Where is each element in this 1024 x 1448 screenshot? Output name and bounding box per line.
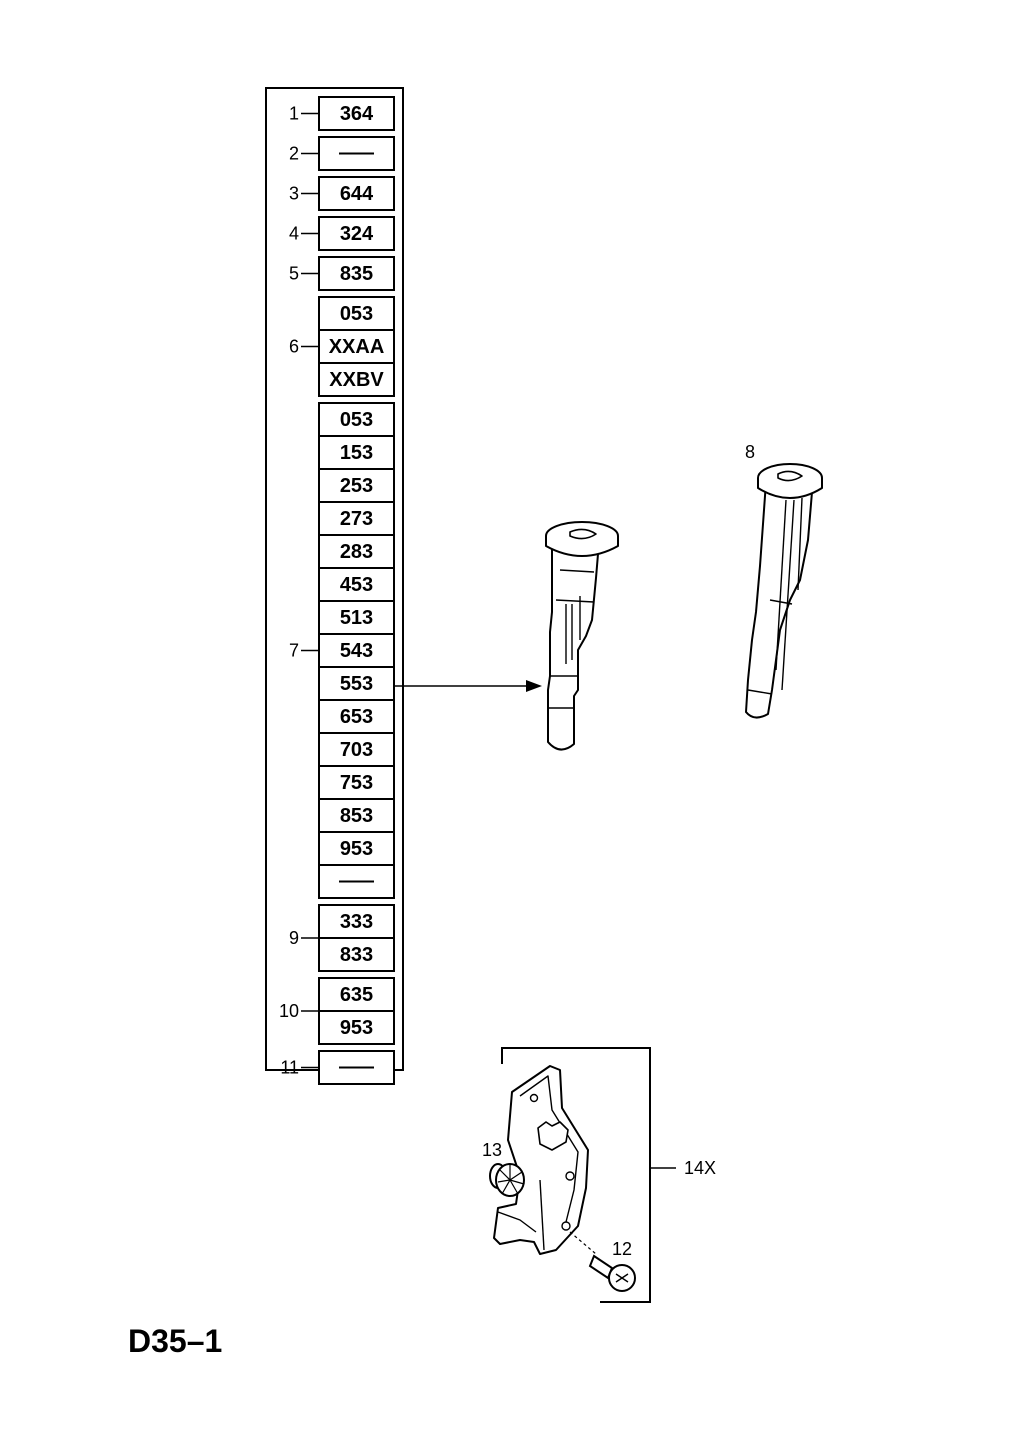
code-cell-box (318, 296, 395, 331)
code-cell-text: 853 (340, 805, 373, 827)
code-cell-text: 324 (340, 223, 374, 245)
code-cell-text: 364 (340, 103, 374, 125)
code-group-3: 644 3 (289, 176, 395, 211)
code-cell-box (318, 600, 395, 635)
code-cell-text: 653 (340, 706, 373, 728)
code-cell-text: 644 (340, 183, 374, 205)
code-cell-box (318, 904, 395, 939)
code-cell-text: 703 (340, 739, 373, 761)
code-cell-box (318, 831, 395, 866)
code-group-label: 9 (289, 928, 299, 948)
code-cell-text: XXAA (329, 336, 385, 358)
code-cell-box (318, 633, 395, 668)
code-group-label: 5 (289, 264, 299, 284)
code-group-7: 053 153 253 273 283 453 513 543 553 653 703 753 853 9… (289, 402, 395, 899)
code-cell-box (318, 176, 395, 211)
code-cell-text: 453 (340, 574, 373, 596)
code-group-label: 11 (280, 1058, 299, 1078)
code-cell-text: 053 (340, 409, 373, 431)
code-cell-text: 273 (340, 508, 373, 530)
code-cell-box (318, 362, 395, 397)
code-cell-box (318, 435, 395, 470)
code-group-9: 333 833 9 (289, 904, 395, 972)
code-cell-text: XXBV (329, 369, 384, 391)
code-cell-text: 833 (340, 944, 373, 966)
part-12-label: 12 (612, 1239, 632, 1259)
code-cell-text: 513 (340, 607, 373, 629)
code-table: 3641—2644332448355053XXAAXXBV60531532532… (279, 96, 395, 1085)
code-cell-box (318, 256, 395, 291)
code-cell-text: 835 (340, 263, 373, 285)
code-cell-text: 953 (340, 1017, 373, 1039)
code-cell-text: 153 (340, 442, 373, 464)
code-cell-text: 253 (340, 475, 373, 497)
code-group-label: 1 (289, 104, 299, 124)
code-cell-text: 283 (340, 541, 373, 563)
part-13-grommet-drawing (489, 1163, 525, 1197)
code-group-label: 10 (279, 1001, 299, 1021)
code-group-label: 4 (289, 224, 299, 244)
code-group-5: 835 5 (289, 256, 395, 291)
code-group-label: 3 (289, 184, 299, 204)
code-cell-text: 753 (340, 772, 373, 794)
part-14-bracket-frame (501, 1047, 676, 1303)
code-cell-text: 543 (340, 640, 373, 662)
code-cell-text: 635 (340, 984, 373, 1006)
code-cell-box (318, 798, 395, 833)
code-cell-box (318, 977, 395, 1012)
code-cell-box (318, 937, 395, 972)
code-cell-text: 333 (340, 911, 373, 933)
code-group-10: 635 953 10 (279, 977, 395, 1045)
part-13-label: 13 (482, 1140, 502, 1160)
code-group-label: 7 (289, 641, 299, 661)
part-8-label: 8 (745, 442, 755, 462)
code-group-2: —2 (289, 136, 395, 171)
group-7-arrow (395, 680, 542, 692)
code-cell-text: 053 (340, 303, 373, 325)
code-cell-box (318, 666, 395, 701)
code-cell-box (318, 699, 395, 734)
code-cell-box (318, 468, 395, 503)
part-7-insert-drawing (545, 521, 619, 751)
code-group-label: 2 (289, 144, 299, 164)
code-cell-text: 953 (340, 838, 373, 860)
code-group-4: 324 4 (289, 216, 395, 251)
code-group-1: 364 1 (289, 96, 395, 131)
code-cell-box (318, 1010, 395, 1045)
code-group-11: —11 (280, 1050, 395, 1085)
part-14-bracket-drawing (493, 1065, 589, 1255)
page-title: D35–1 (128, 1323, 222, 1359)
code-cell-box (318, 534, 395, 569)
code-group-label: 6 (289, 337, 299, 357)
part-8-insert-drawing (745, 463, 823, 719)
code-cell-text: 553 (340, 673, 373, 695)
code-cell-box (318, 402, 395, 437)
part-12-screw-drawing (569, 1231, 636, 1292)
part-14-label: 14X (684, 1158, 716, 1178)
